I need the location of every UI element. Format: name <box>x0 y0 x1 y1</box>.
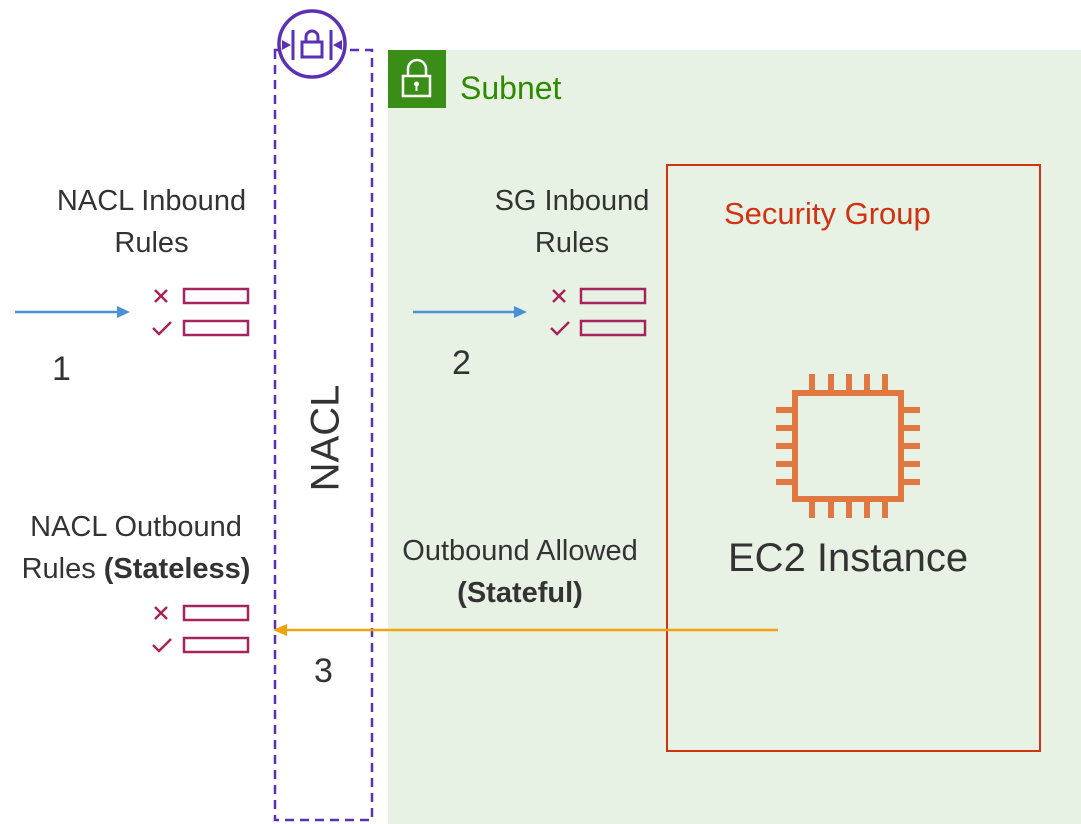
ec2-instance-label: EC2 Instance <box>728 536 969 580</box>
step-2: 2 <box>452 344 471 382</box>
lock-icon <box>388 50 446 108</box>
sg-inbound-rules-label: SG Inbound Rules <box>494 185 650 260</box>
nacl-outbound-rules-icon <box>152 604 250 654</box>
subnet-label: Subnet <box>460 70 562 106</box>
outbound-allowed-label: Outbound Allowed (Stateful) <box>402 535 638 610</box>
step-3: 3 <box>314 652 333 690</box>
subnet-area <box>388 50 1081 824</box>
security-group-box <box>666 164 1041 752</box>
nacl-inbound-rules-label: NACL Inbound Rules <box>56 185 247 260</box>
step-1: 1 <box>52 350 71 388</box>
nacl-outbound-rules-label: NACL Outbound Rules (Stateless) <box>21 511 251 586</box>
sg-inbound-rules-icon <box>550 287 647 337</box>
inbound-arrow-2 <box>413 306 527 318</box>
network-acl-icon <box>277 9 347 79</box>
chip-icon <box>776 374 920 518</box>
nacl-label: NACL <box>303 384 348 492</box>
outbound-arrow-3 <box>273 624 778 636</box>
nacl-inbound-rules-icon <box>152 287 250 337</box>
security-group-label: Security Group <box>724 196 931 231</box>
inbound-arrow-1 <box>15 306 130 318</box>
